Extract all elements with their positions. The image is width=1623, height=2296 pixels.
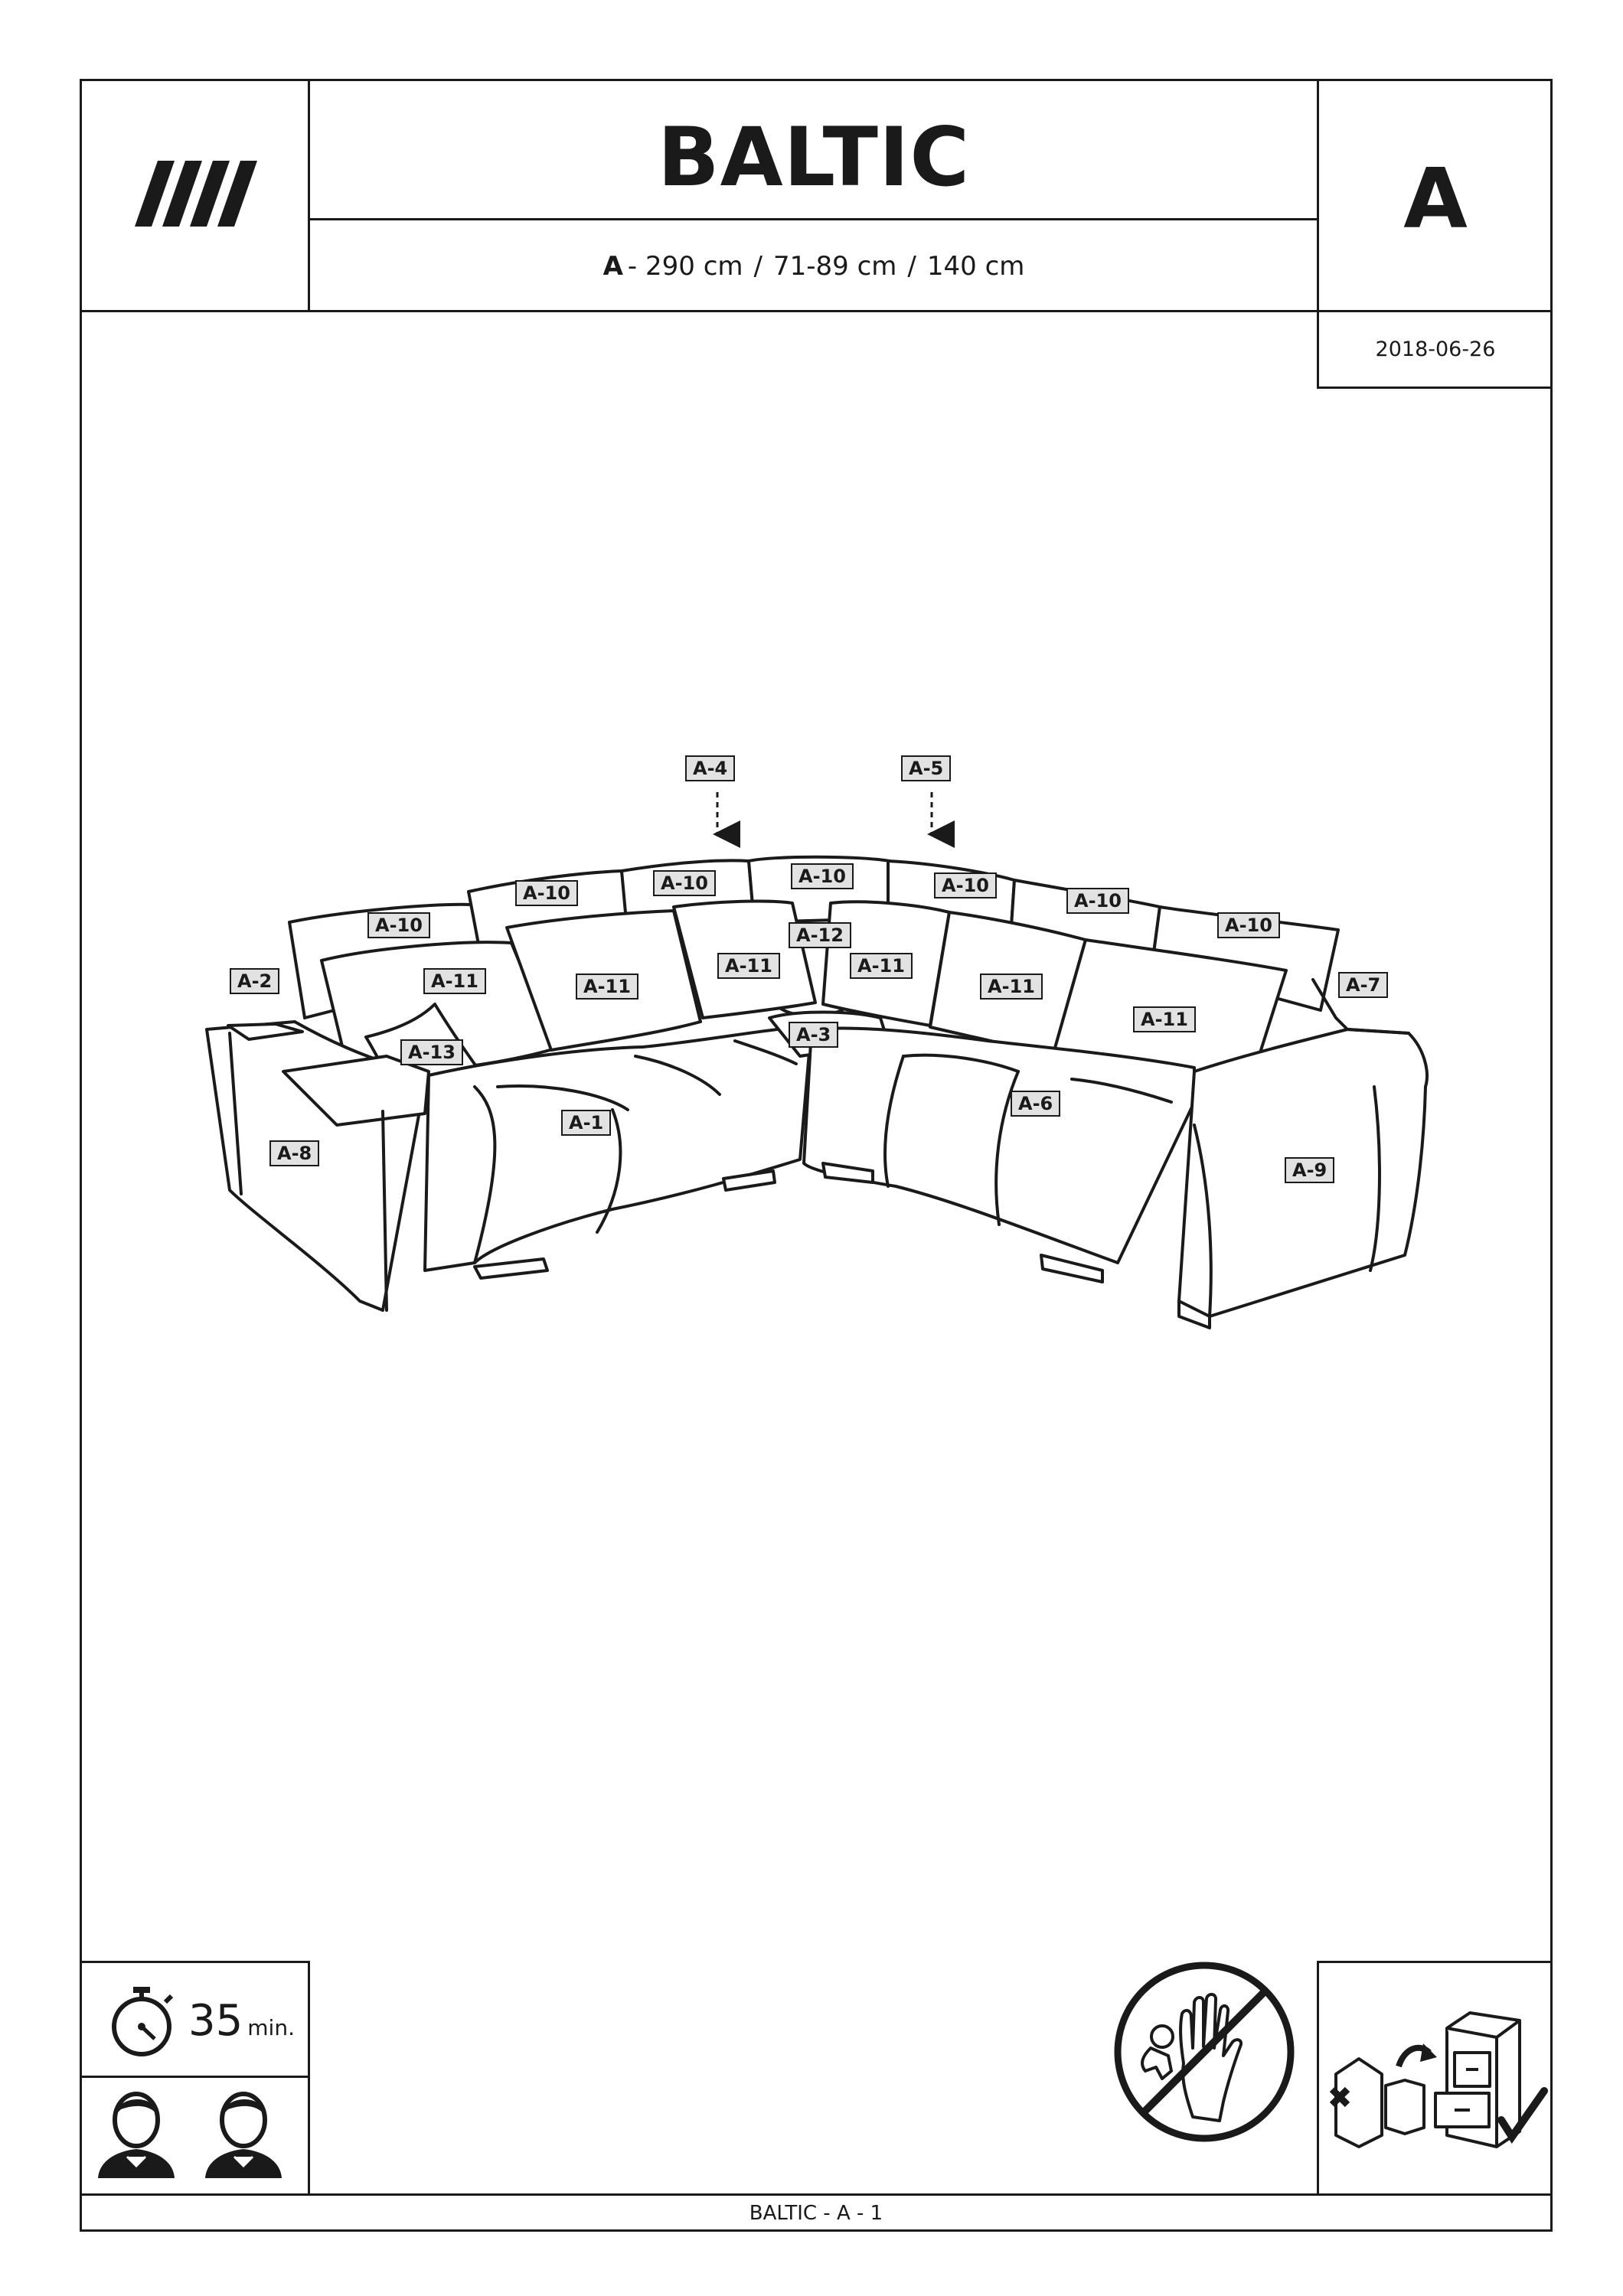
frame-right [1550,79,1553,2232]
part-label-a10: A-10 [934,872,997,899]
part-label-a1: A-1 [561,1110,612,1136]
time-box-right [308,1961,310,2196]
part-label-a11: A-11 [1133,1006,1196,1032]
part-label-a10: A-10 [367,912,430,938]
dims-height: 71-89 cm [772,251,897,282]
header-bottom-line [80,310,1553,312]
brand-logo [135,161,257,227]
part-label-a11: A-11 [717,953,780,979]
frame-left [80,79,82,2232]
packaging-box-left [1317,1961,1319,2196]
stopwatch-icon [112,1987,174,2056]
dims-separator: / [753,251,763,282]
section-letter: A [1403,151,1468,247]
part-label-a7: A-7 [1338,972,1389,998]
part-label-a3: A-3 [789,1022,839,1048]
time-box-top [80,1961,310,1963]
part-label-a12: A-12 [789,922,851,948]
title-underline [308,218,1318,220]
footer-top-line [80,2193,1553,2196]
document-date: 2018-06-26 [1375,337,1496,361]
part-label-a6: A-6 [1011,1091,1061,1117]
dims-depth: 140 cm [926,251,1025,282]
packaging-box-top [1317,1961,1553,1963]
part-label-a8: A-8 [269,1140,320,1166]
part-label-a9: A-9 [1285,1157,1335,1183]
footer-page-label: BALTIC - A - 1 [749,2202,883,2225]
keep-packaging-icon [1329,2011,1548,2148]
part-label-a11: A-11 [423,968,486,994]
header-left-divider [308,79,310,312]
dims-dash: - [627,251,645,282]
part-label-a11: A-11 [576,974,638,1000]
part-label-a10: A-10 [515,880,578,906]
part-label-a10: A-10 [653,870,716,896]
part-label-a4: A-4 [685,755,736,781]
frame-top [80,79,1553,81]
time-box-divider [80,2076,310,2078]
time-unit: min. [247,2015,295,2040]
dims-prefix: A [603,251,623,282]
part-label-a11: A-11 [850,953,913,979]
part-label-a10: A-10 [1217,912,1280,938]
frame-bottom [80,2229,1553,2232]
page-title: BALTIC [657,109,971,204]
no-children-icon [1114,1962,1295,2142]
header-right-divider [1317,79,1319,389]
time-value: 35 [188,1996,243,2046]
two-persons-icon [98,2092,282,2178]
dims-width: 290 cm [645,251,743,282]
part-label-a10: A-10 [1066,888,1129,914]
part-label-a5: A-5 [901,755,952,781]
part-label-a13: A-13 [400,1039,463,1065]
part-label-a11: A-11 [980,974,1043,1000]
date-box-bottom [1317,386,1553,389]
dims-separator: / [907,251,916,282]
dimensions-line: A - 290 cm / 71-89 cm / 140 cm [309,243,1318,289]
part-label-a10: A-10 [791,863,854,889]
part-label-a2: A-2 [230,968,280,994]
